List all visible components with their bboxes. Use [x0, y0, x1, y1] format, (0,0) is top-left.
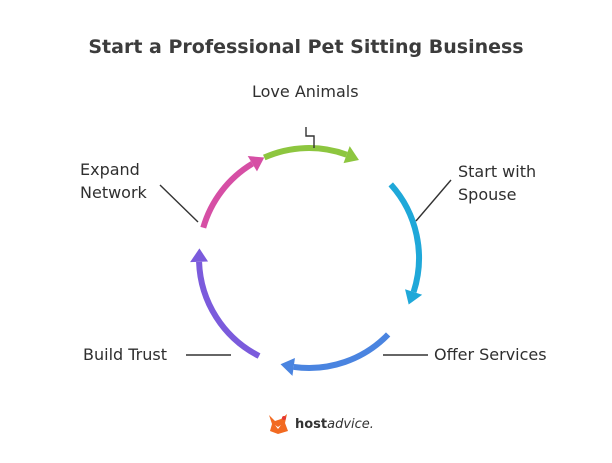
step-label-offer-services: Offer Services — [434, 343, 547, 366]
leader-love — [305, 127, 315, 148]
step-label-expand-network: Expand Network — [80, 158, 147, 204]
step-label-line: Expand — [80, 160, 140, 179]
diagram-title: Start a Professional Pet Sitting Busines… — [88, 36, 524, 58]
step-label-love-animals: Love Animals — [252, 80, 359, 103]
arc-offer-services — [293, 332, 391, 371]
step-label-line: Love Animals — [252, 82, 359, 101]
arrowhead-start-with-spouse — [405, 289, 423, 305]
arrowhead-love-animals — [343, 146, 359, 164]
step-label-line: Network — [80, 183, 147, 202]
arc-love-animals — [263, 145, 348, 161]
arc-expand-network — [200, 161, 254, 229]
step-label-line: Offer Services — [434, 345, 547, 364]
step-label-start-with-spouse: Start with Spouse — [458, 160, 536, 206]
brand-wordmark: hostadvice. — [295, 416, 374, 432]
arc-build-trust — [196, 261, 261, 359]
arrowhead-offer-services — [280, 358, 295, 376]
fox-logo-icon — [269, 414, 288, 434]
arrowhead-expand-network — [247, 155, 265, 172]
arc-start-with-spouse — [388, 182, 422, 293]
step-label-line: Start with — [458, 162, 537, 181]
step-label-line: Build Trust — [83, 345, 167, 364]
step-label-line: Spouse — [458, 185, 517, 204]
leader-expand — [159, 184, 199, 223]
arrowhead-build-trust — [190, 248, 209, 263]
leader-spouse — [415, 179, 452, 222]
brand-logo: hostadvice. — [266, 413, 374, 435]
step-label-build-trust: Build Trust — [83, 343, 167, 366]
